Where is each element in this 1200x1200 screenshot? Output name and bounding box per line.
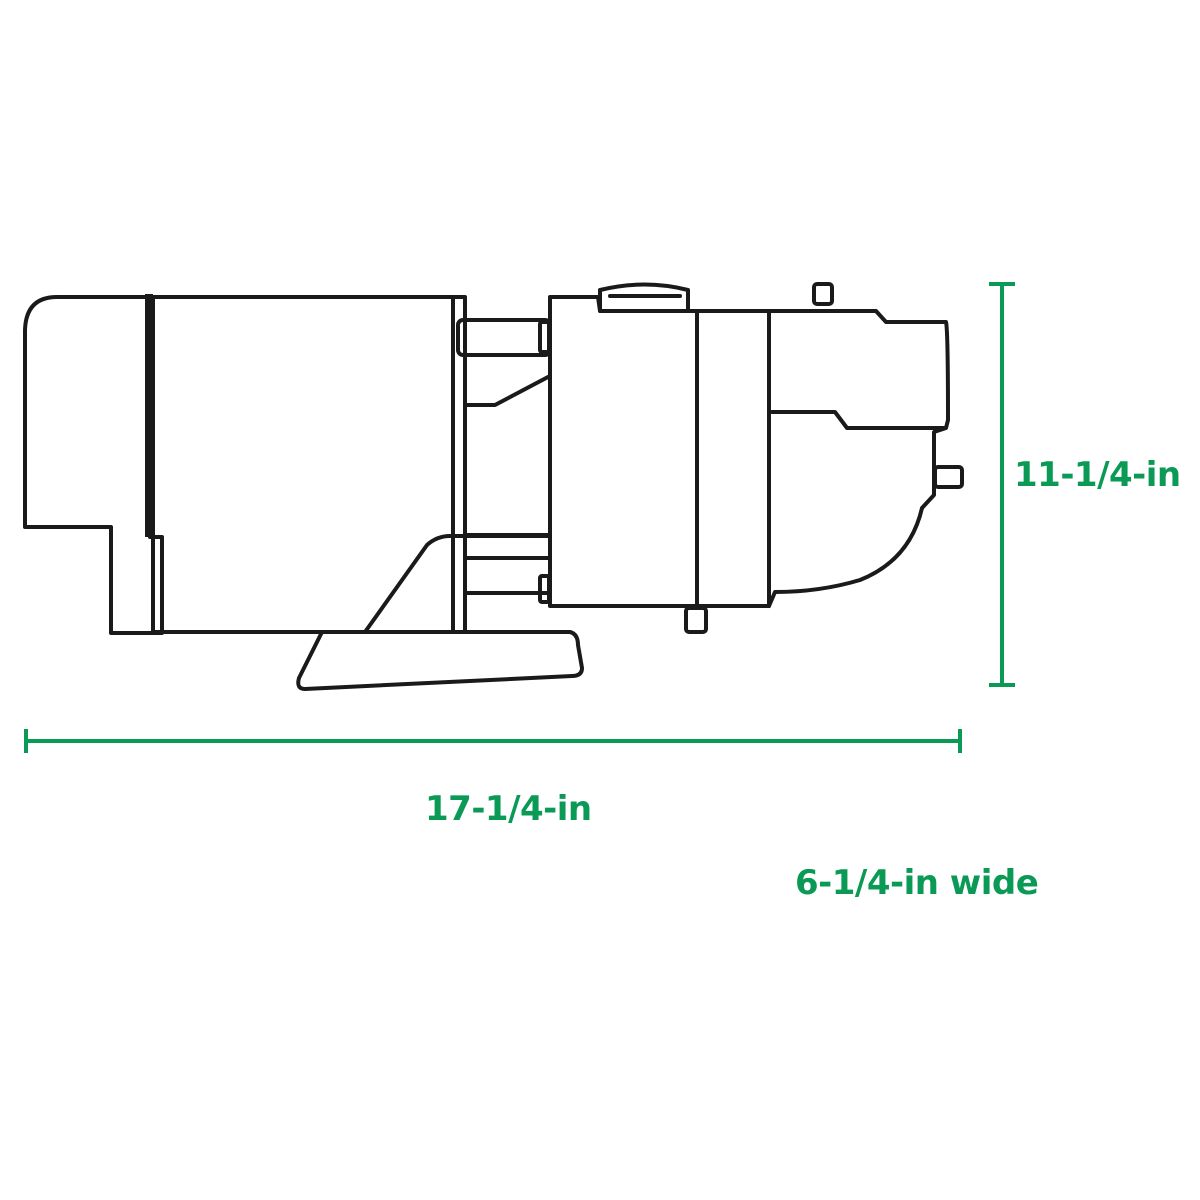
dimension-lines — [24, 282, 1015, 753]
height-label: 11-1/4-in — [1014, 455, 1181, 495]
side-plug — [933, 465, 964, 489]
length-dimension-line — [24, 729, 962, 753]
pump-outline — [23, 282, 964, 691]
pump-housing — [548, 295, 699, 608]
priming-cap — [598, 282, 690, 313]
width-label: 6-1/4-in wide — [795, 863, 1039, 903]
height-dimension-line — [989, 282, 1015, 687]
motor-body — [151, 295, 467, 634]
bottom-plug — [684, 606, 708, 634]
motor-mount — [363, 534, 550, 634]
upper-clamp — [456, 318, 552, 357]
length-label: 17-1/4-in — [425, 789, 592, 829]
volute-band — [695, 309, 771, 608]
motor-end-cap — [23, 295, 164, 635]
volute — [767, 309, 950, 608]
motor-band — [145, 294, 153, 537]
top-plug — [812, 282, 834, 306]
base-foot — [296, 630, 584, 691]
